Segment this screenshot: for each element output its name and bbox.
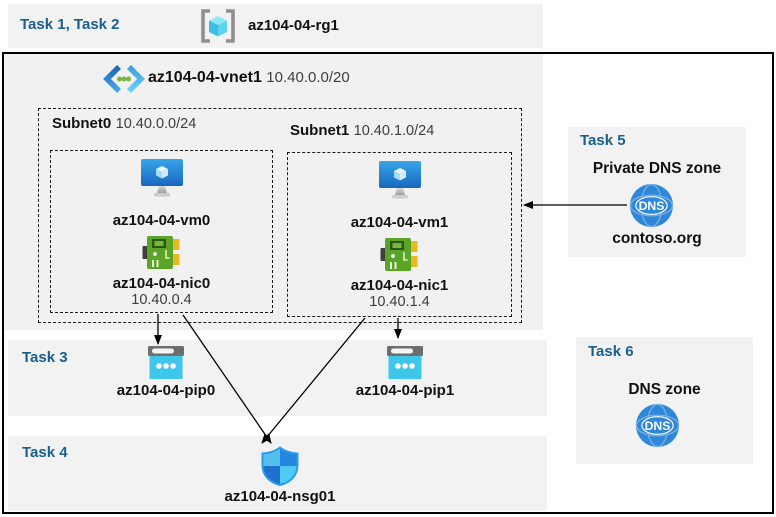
task12-band: Task 1, Task 2 az104-04-rg1 — [8, 4, 543, 48]
dns-zone-title: DNS zone — [628, 381, 701, 398]
resource-group-icon — [201, 9, 235, 43]
nsg-name: az104-04-nsg01 — [224, 488, 336, 505]
nic0-icon — [142, 236, 179, 269]
subnet0-box: az104-04-vm0 az104-04-nic0 10.40.0.4 — [50, 150, 273, 313]
task5-label: Task 5 — [580, 132, 626, 149]
task3-label: Task 3 — [22, 349, 68, 366]
private-dns-zone-title: Private DNS zone — [592, 160, 722, 177]
subnet1-label: Subnet1 10.40.1.0/24 — [290, 122, 434, 140]
task4-band: Task 4 az104-04-nsg01 — [8, 436, 547, 511]
task4-label: Task 4 — [22, 444, 68, 461]
private-dns-icon: DNS — [629, 183, 674, 228]
subnet1-cidr: 10.40.1.0/24 — [353, 123, 435, 139]
nsg-shield-icon — [261, 446, 299, 486]
vm1-icon — [378, 161, 421, 199]
nic1-ip: 10.40.1.4 — [369, 294, 430, 310]
task5-box: Task 5 Private DNS zone DNS contoso.org — [568, 127, 746, 257]
vnet-name: az104-04-vnet1 — [148, 69, 262, 86]
pip0-name: az104-04-pip0 — [116, 382, 216, 399]
subnet0-name: Subnet0 — [52, 115, 112, 132]
private-dns-icon-text: DNS — [639, 199, 665, 213]
pip1-group: az104-04-pip1 — [343, 346, 467, 399]
nic1-name: az104-04-nic1 — [350, 277, 449, 294]
vnet-header: az104-04-vnet1 10.40.0.0/20 — [148, 69, 350, 87]
dns-zone-icon-text: DNS — [645, 419, 671, 433]
vnet-box: az104-04-vnet1 10.40.0.0/20 Subnet0 10.4… — [4, 54, 543, 330]
virtual-network-icon — [103, 65, 145, 93]
vm1-name: az104-04-vm1 — [350, 214, 449, 231]
dns-zone-icon: DNS — [635, 403, 680, 448]
vm0-icon — [140, 159, 183, 197]
subnet1-name: Subnet1 — [290, 122, 350, 139]
nic1-icon — [380, 238, 417, 271]
pip0-icon — [148, 346, 184, 379]
vm0-name: az104-04-vm0 — [112, 212, 211, 229]
task6-label: Task 6 — [588, 343, 634, 360]
resource-group-name: az104-04-rg1 — [248, 17, 339, 34]
private-dns-zone-name: contoso.org — [612, 230, 702, 247]
pip1-icon — [387, 346, 423, 379]
task6-box: Task 6 DNS zone DNS — [576, 337, 753, 464]
vnet-cidr: 10.40.0.0/20 — [266, 69, 350, 86]
subnet1-box: az104-04-vm1 az104-04-nic1 10.40.1.4 — [287, 152, 512, 317]
pip1-name: az104-04-pip1 — [355, 382, 455, 399]
task12-label: Task 1, Task 2 — [20, 16, 120, 33]
nic0-name: az104-04-nic0 — [112, 275, 211, 292]
pip0-group: az104-04-pip0 — [104, 346, 228, 399]
nic0-ip: 10.40.0.4 — [131, 292, 192, 308]
subnet0-cidr: 10.40.0.0/24 — [115, 116, 197, 132]
task3-band: Task 3 az104-04-pip0 az104-04-pip1 — [8, 340, 547, 416]
nsg-group: az104-04-nsg01 — [212, 446, 348, 505]
subnet0-label: Subnet0 10.40.0.0/24 — [52, 115, 196, 133]
